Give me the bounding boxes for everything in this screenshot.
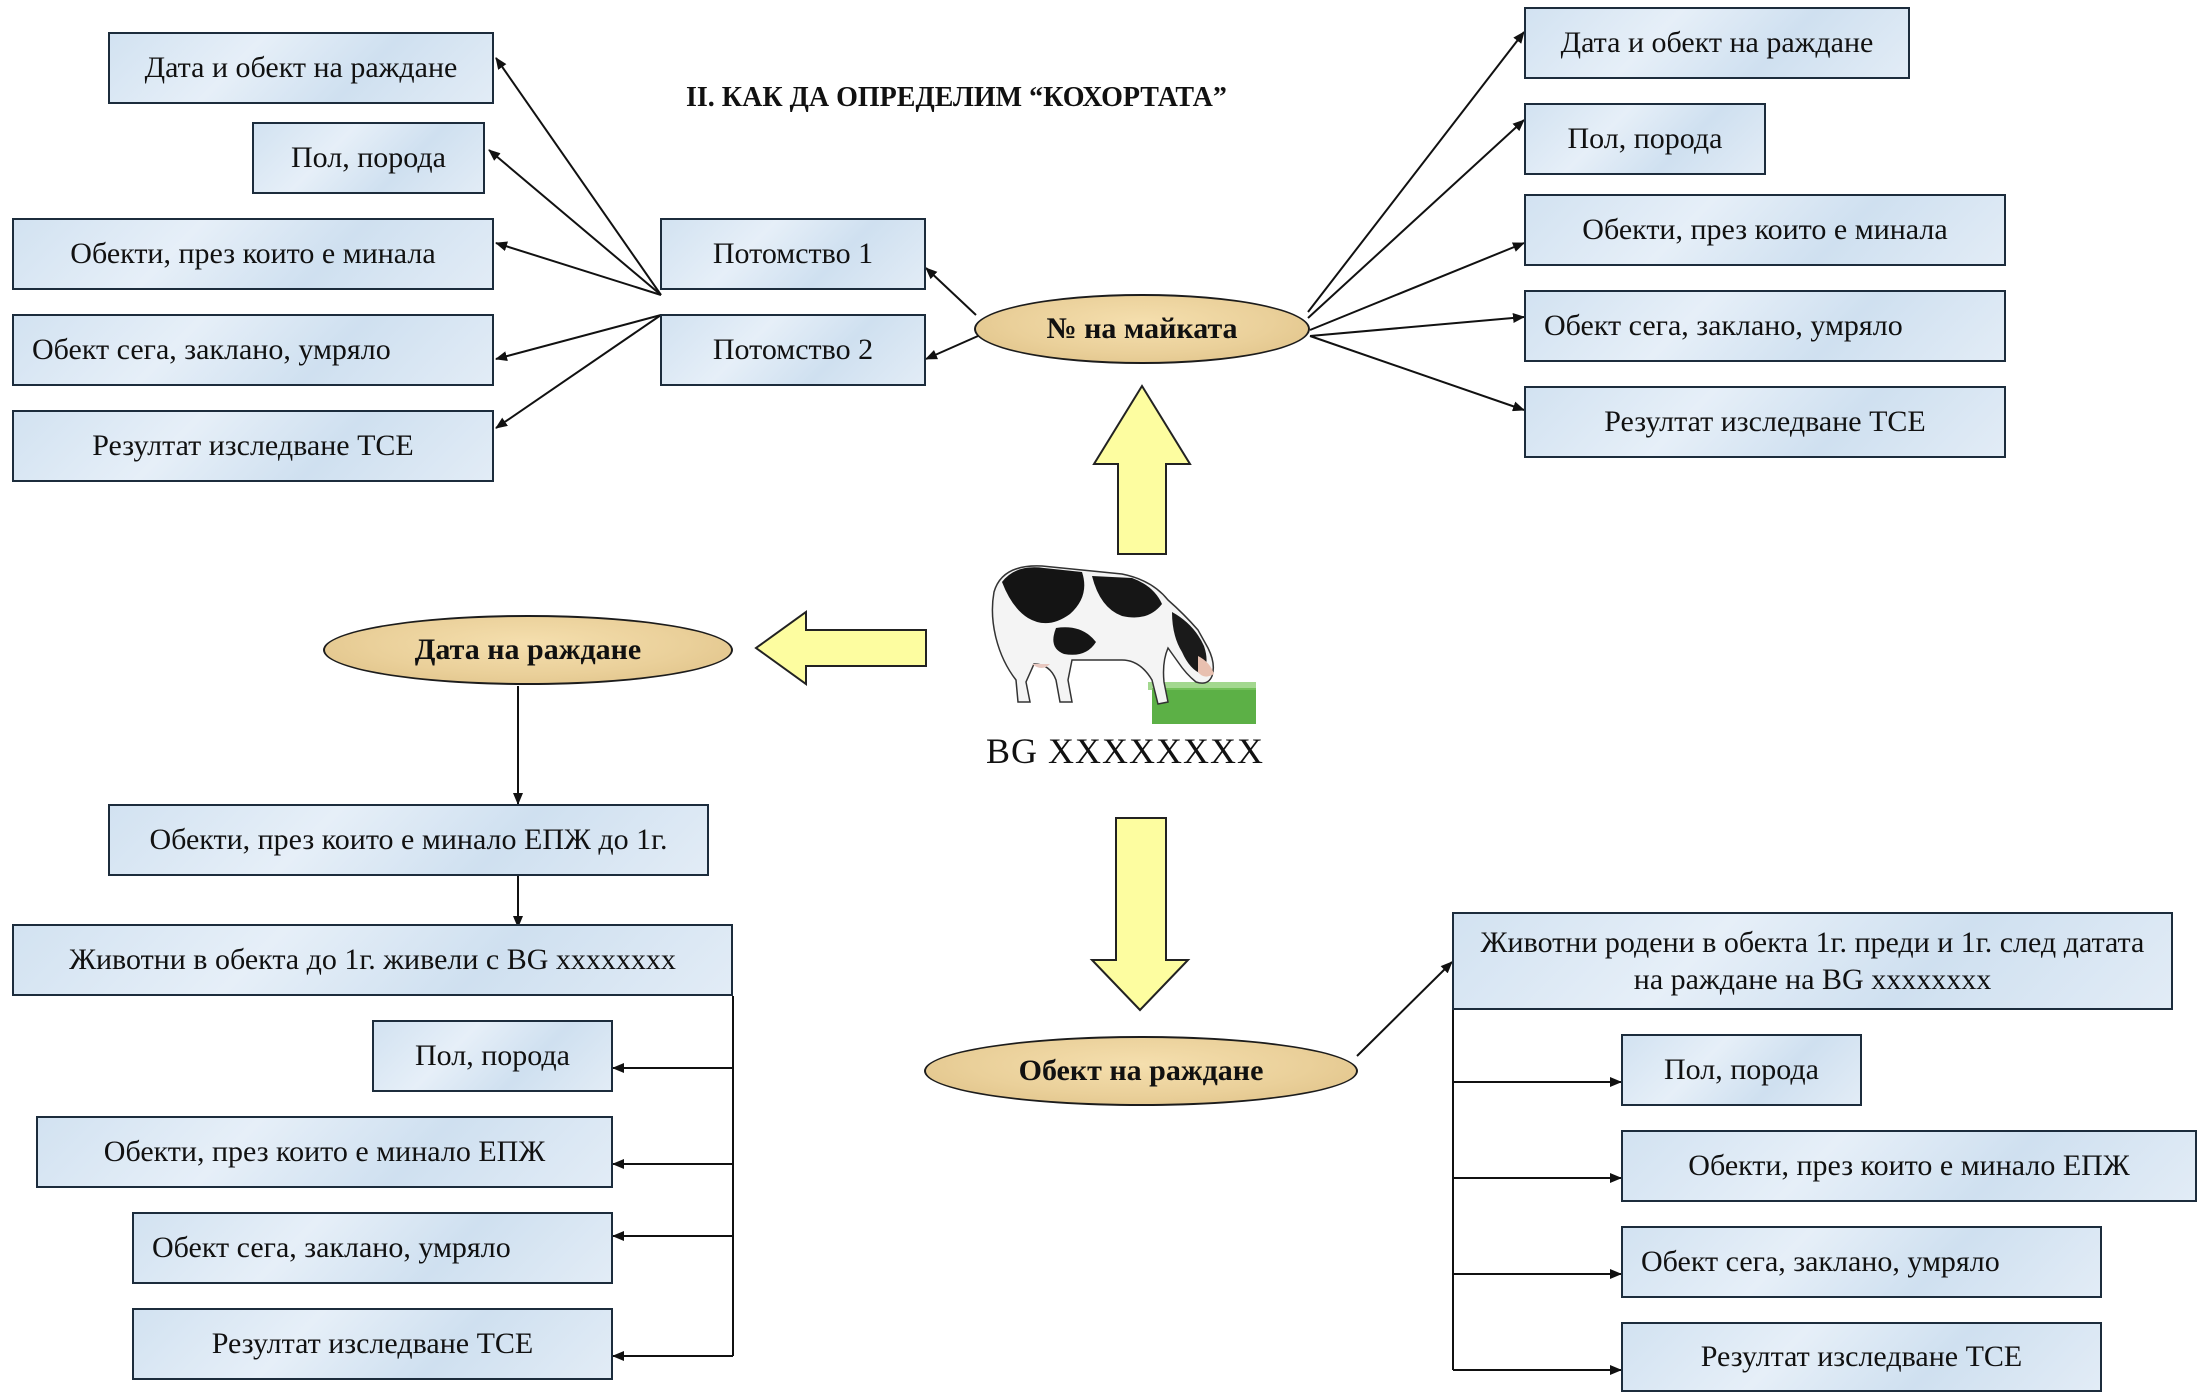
big-arrow-down xyxy=(1089,817,1191,1012)
arrow-object-to-animals xyxy=(1356,961,1453,1057)
bd-sex-breed-box: Пол, порода xyxy=(372,1020,613,1092)
offspring-passed-objects-box: Обекти, през които е минала xyxy=(12,218,494,290)
arrow-to-offspring-passed xyxy=(495,241,662,296)
arrow-to-offspring-current xyxy=(495,314,662,361)
arrow-to-offspring-sex-breed xyxy=(488,149,662,296)
offspring-2-box: Потомство 2 xyxy=(660,314,926,386)
bd-tse-box: Резултат изследване ТСЕ xyxy=(132,1308,613,1380)
animal-id-label: BG XXXXXXXX xyxy=(986,731,1264,771)
animals-born-in-object-box: Животни родени в обекта 1г. преди и 1г. … xyxy=(1452,912,2173,1010)
bo-sex-breed-box: Пол, порода xyxy=(1621,1034,1862,1106)
animals-lived-with-box: Животни в обекта до 1г. живели с BG xxxx… xyxy=(12,924,733,996)
bd-current-object-box: Обект сега, заклано, умряло xyxy=(132,1212,613,1284)
arrow-mother-to-offspring-2 xyxy=(925,335,979,360)
cow-image xyxy=(991,565,1256,724)
arrow-to-mother-current xyxy=(1309,312,1525,337)
birth-date-oval: Дата на раждане xyxy=(323,615,733,685)
mother-passed-objects-box: Обекти, през които е минала xyxy=(1524,194,2006,266)
offspring-sex-breed-box: Пол, порода xyxy=(252,122,485,194)
arrow-to-offspring-date-object xyxy=(495,57,662,296)
arrow-to-mother-passed xyxy=(1309,242,1525,331)
mother-number-oval: № на майката xyxy=(974,294,1310,364)
bd-passed-epzh-box: Обекти, през които е минало ЕПЖ xyxy=(36,1116,613,1188)
mother-date-object-box: Дата и обект на раждане xyxy=(1524,7,1910,79)
offspring-tse-box: Резултат изследване ТСЕ xyxy=(12,410,494,482)
offspring-date-object-box: Дата и обект на раждане xyxy=(108,32,494,104)
mother-current-object-box: Обект сега, заклано, умряло xyxy=(1524,290,2006,362)
offspring-1-box: Потомство 1 xyxy=(660,218,926,290)
arrow-to-mother-tse xyxy=(1309,335,1525,412)
birth-object-oval: Обект на раждане xyxy=(924,1036,1358,1106)
arrow-to-offspring-tse xyxy=(495,314,662,429)
arrow-to-mother-sex-breed xyxy=(1307,119,1525,319)
bo-current-object-box: Обект сега, заклано, умряло xyxy=(1621,1226,2102,1298)
mother-sex-breed-box: Пол, порода xyxy=(1524,103,1766,175)
big-arrow-left xyxy=(754,610,927,686)
offspring-current-object-box: Обект сега, заклано, умряло xyxy=(12,314,494,386)
bo-tse-box: Резултат изследване ТСЕ xyxy=(1621,1322,2102,1392)
objects-epzh-1y-box: Обекти, през които е минало ЕПЖ до 1г. xyxy=(108,804,709,876)
big-arrow-up xyxy=(1092,384,1192,555)
mother-tse-box: Резултат изследване ТСЕ xyxy=(1524,386,2006,458)
page-title: II. КАК ДА ОПРЕДЕЛИМ “КОХОРТАТА” xyxy=(686,82,1227,113)
arrow-mother-to-offspring-1 xyxy=(925,267,977,316)
bo-passed-epzh-box: Обекти, през които е минало ЕПЖ xyxy=(1621,1130,2197,1202)
arrow-to-mother-date-object xyxy=(1307,31,1525,313)
